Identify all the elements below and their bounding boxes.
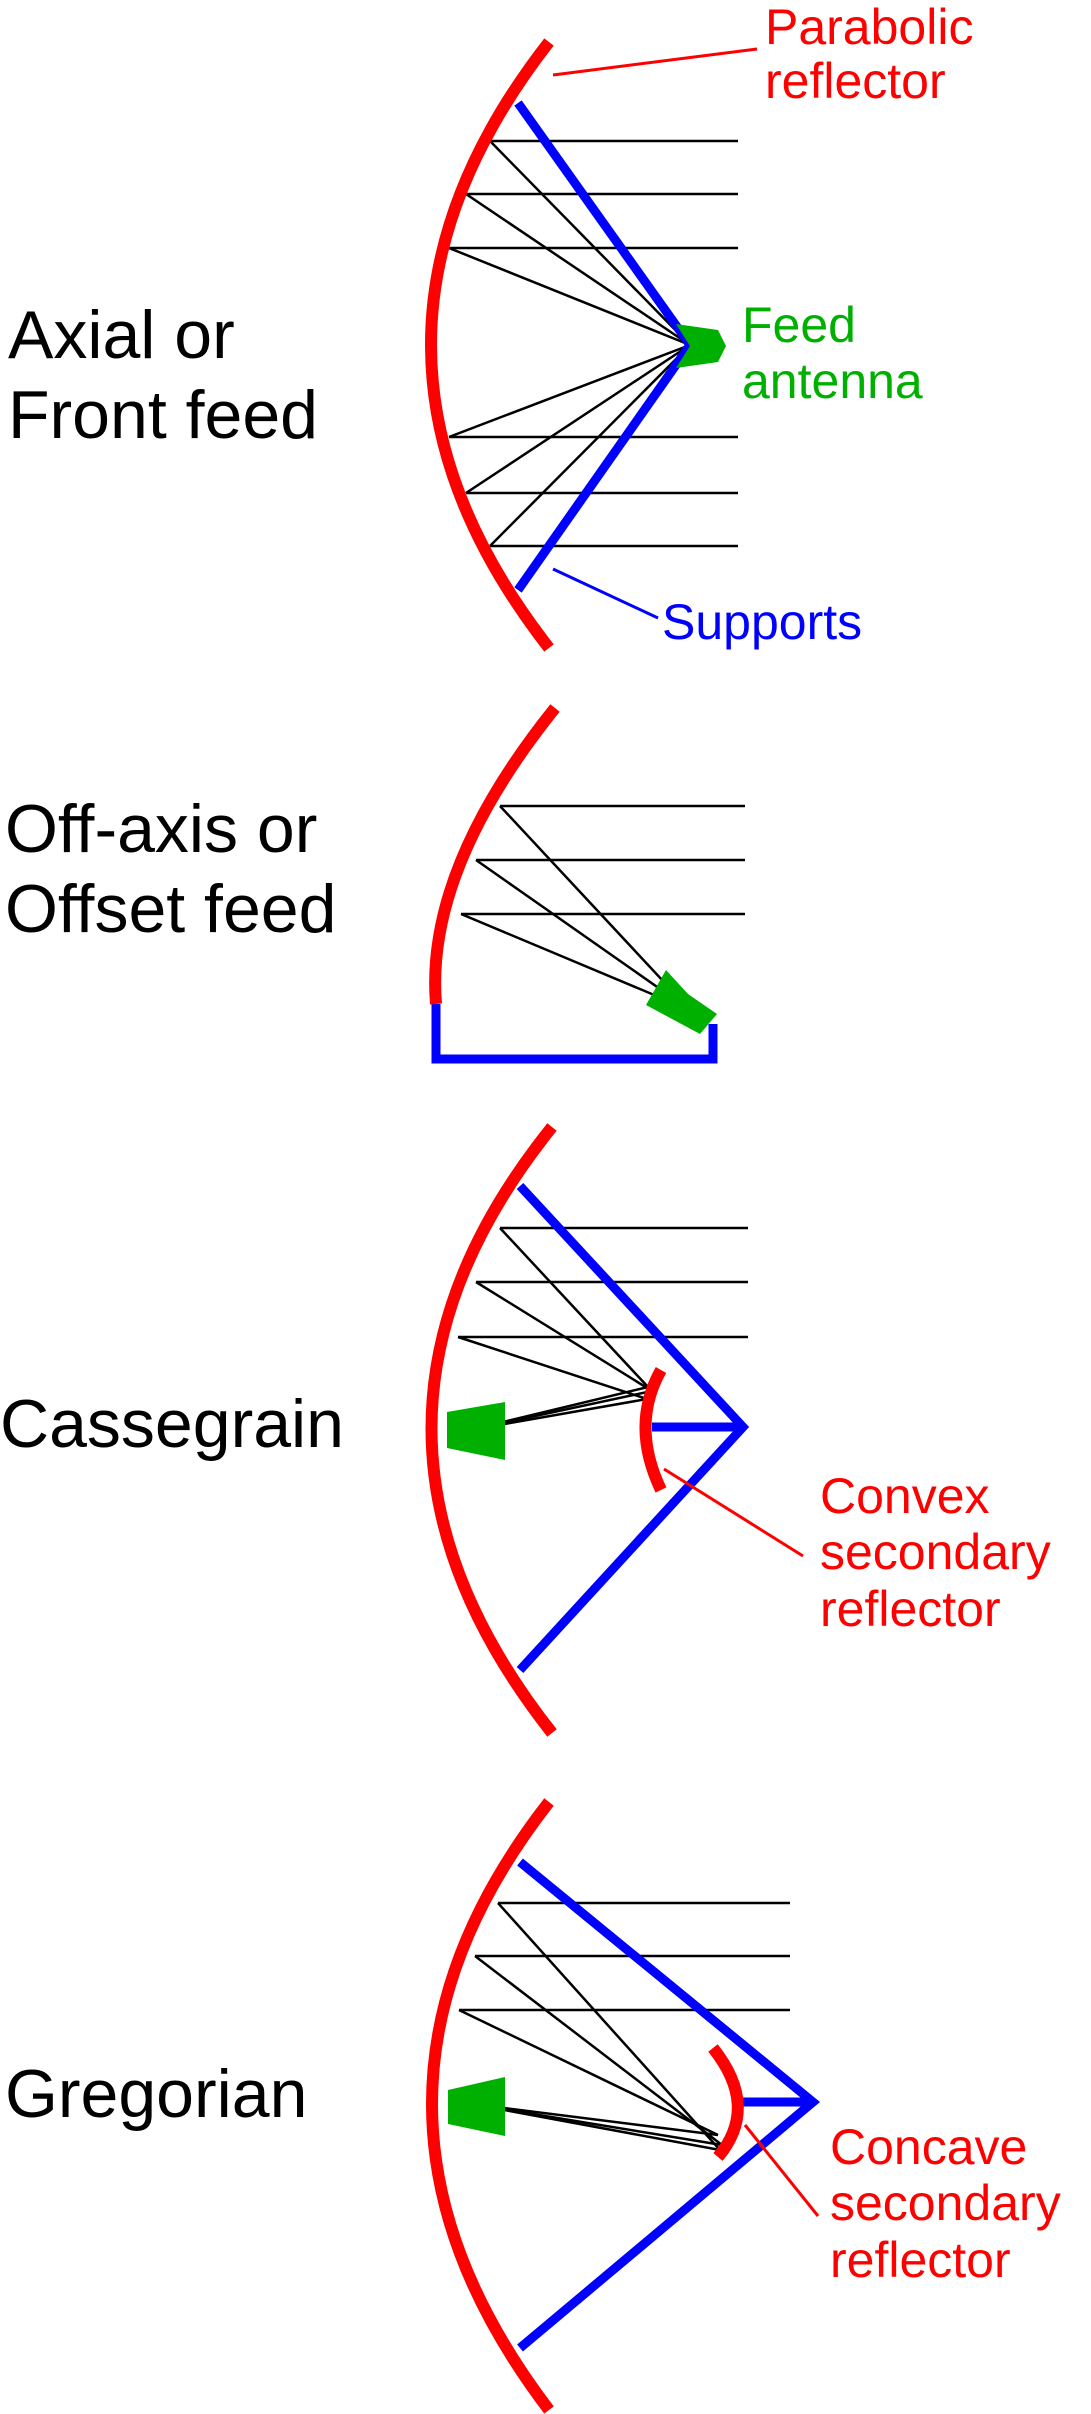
- cassegrain-panel: Cassegrain Convex secondary reflector: [0, 1123, 1051, 1737]
- supports-leader-line: [552, 567, 659, 620]
- reflector-label-line2: reflector: [765, 53, 946, 109]
- gregorian-title: Gregorian: [5, 2056, 307, 2132]
- reflected-ray: [475, 1280, 653, 1393]
- reflected-ray: [497, 1902, 721, 2151]
- cassegrain-title: Cassegrain: [0, 1386, 344, 1462]
- reflected-ray: [471, 2102, 723, 2147]
- supports-label: Supports: [662, 594, 862, 650]
- parabolic-reflector: [426, 1798, 554, 2414]
- reflector-label-line1: Parabolic: [765, 0, 973, 55]
- reflected-ray: [499, 1227, 649, 1388]
- secondary-leader-line: [743, 2124, 820, 2217]
- concave-secondary-reflector: [708, 2044, 744, 2161]
- feed-label-line1: Feed: [742, 297, 856, 353]
- feed-antenna-icon: [447, 1402, 505, 1460]
- parabolic-reflector: [425, 1123, 557, 1737]
- offset-rays: [460, 804, 745, 1012]
- reflected-ray: [499, 805, 691, 1011]
- gregorian-secondary-label-line3: reflector: [830, 2232, 1011, 2288]
- feed-antenna-icon: [646, 970, 717, 1034]
- feed-antenna-icon: [448, 2077, 505, 2136]
- cassegrain-rays: [457, 1226, 748, 1432]
- reflected-ray: [465, 192, 691, 347]
- reflected-ray: [474, 1955, 723, 2146]
- gregorian-secondary-label-line1: Concave: [830, 2119, 1027, 2175]
- convex-secondary-reflector: [639, 1367, 667, 1493]
- gregorian-rays: [458, 1901, 790, 2152]
- reflected-ray: [458, 2008, 719, 2137]
- axial-title-line1: Axial or: [8, 297, 235, 373]
- cassegrain-secondary-label-line2: secondary: [820, 1524, 1051, 1580]
- cassegrain-secondary-label-line3: reflector: [820, 1581, 1001, 1637]
- axial-feed-panel: Axial or Front feed Parabolic reflector …: [8, 0, 973, 652]
- cassegrain-secondary-label-line1: Convex: [820, 1468, 990, 1524]
- offset-title-line2: Offset feed: [5, 871, 336, 947]
- secondary-leader-line: [663, 1467, 804, 1558]
- offset-feed-panel: Off-axis or Offset feed: [5, 704, 745, 1064]
- reflector-leader-line: [552, 47, 758, 77]
- gregorian-panel: Gregorian Concave secondary reflector: [5, 1798, 1061, 2414]
- feed-supports: [514, 100, 696, 593]
- reflected-ray: [448, 343, 691, 439]
- reflected-ray: [475, 858, 691, 1012]
- parabolic-reflector: [425, 38, 554, 652]
- reflected-ray: [489, 344, 691, 547]
- offset-title-line1: Off-axis or: [5, 791, 317, 867]
- reflected-ray: [460, 912, 691, 1012]
- feed-antenna-icon: [676, 324, 726, 368]
- offset-reflector: [429, 704, 560, 1005]
- reflected-ray: [489, 140, 691, 346]
- axial-title-line2: Front feed: [8, 377, 318, 453]
- axial-rays: [448, 139, 738, 548]
- reflected-ray: [448, 246, 691, 347]
- feed-label-line2: antenna: [742, 353, 923, 409]
- feed-support-arm: [431, 1004, 718, 1064]
- gregorian-secondary-label-line2: secondary: [830, 2175, 1061, 2231]
- reflected-ray: [457, 1335, 648, 1401]
- reflected-ray: [471, 2102, 719, 2137]
- reflected-ray: [465, 343, 691, 495]
